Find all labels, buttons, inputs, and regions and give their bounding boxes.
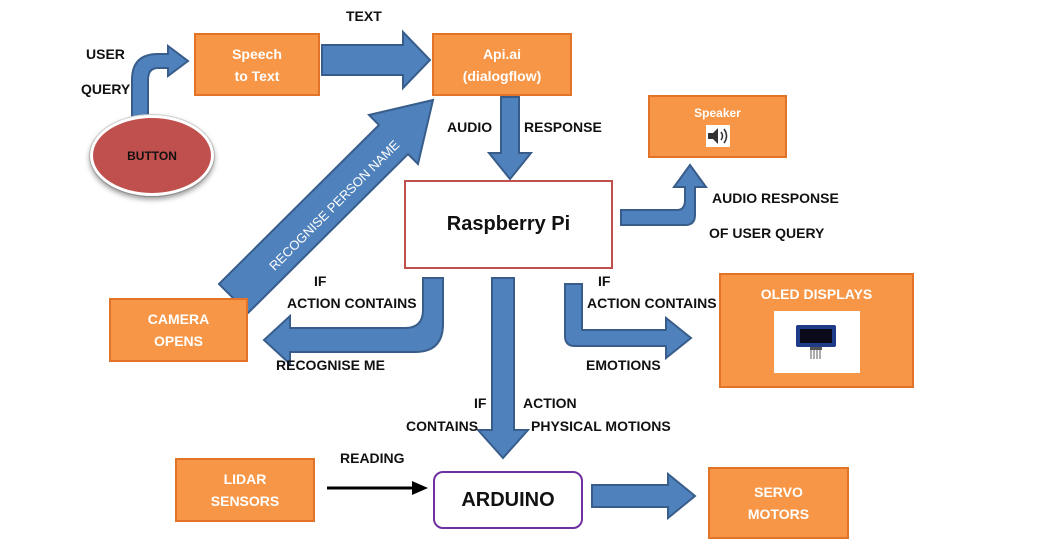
label-text: TEXT [346, 8, 382, 24]
camera-box: CAMERA OPENS [109, 298, 248, 362]
label-if-down: IF [474, 395, 487, 411]
arrow-button-to-speech [131, 44, 190, 119]
arrow-api-to-pi [486, 96, 534, 181]
label-action-down: ACTION [523, 395, 577, 411]
arduino-label: ARDUINO [461, 488, 555, 511]
label-action-contains-right: ACTION CONTAINS [587, 295, 717, 311]
oled-label: OLED DISPLAYS [760, 286, 873, 302]
speaker-box: Speaker [648, 95, 787, 158]
raspberry-pi-box: Raspberry Pi [404, 180, 613, 269]
lidar-box: LIDAR SENSORS [175, 458, 315, 522]
arrow-pi-to-oled [564, 283, 693, 361]
arrow-speech-to-api [321, 29, 432, 91]
servo-line1: SERVO [754, 484, 803, 500]
label-of-user-query: OF USER QUERY [709, 225, 825, 241]
servo-line2: MOTORS [747, 506, 810, 522]
arrow-arduino-to-servo [591, 471, 697, 521]
label-recognise-me: RECOGNISE ME [276, 357, 385, 373]
api-ai-line2: (dialogflow) [462, 67, 542, 84]
label-recognise-person-name: RECOGNISE PERSON NAME [266, 137, 402, 273]
label-response: RESPONSE [524, 119, 602, 135]
label-query: QUERY [81, 81, 131, 97]
oled-box: OLED DISPLAYS [719, 273, 914, 388]
camera-line1: CAMERA [147, 311, 210, 327]
lidar-line2: SENSORS [210, 493, 280, 509]
speech-to-text-line1: Speech [232, 45, 282, 62]
label-contains-down: CONTAINS [406, 418, 479, 434]
servo-box: SERVO MOTORS [708, 467, 849, 539]
api-ai-box: Api.ai (dialogflow) [432, 33, 572, 96]
label-audio-response: AUDIO RESPONSE [712, 190, 839, 206]
label-user: USER [86, 46, 125, 62]
label-physical-motions: PHYSICAL MOTIONS [531, 418, 671, 434]
oled-module-icon [773, 311, 860, 373]
raspberry-pi-label: Raspberry Pi [446, 213, 571, 235]
label-if-right: IF [598, 273, 611, 289]
button-node: BUTTON [90, 115, 214, 196]
arduino-box: ARDUINO [433, 471, 583, 529]
arrow-pi-to-speaker [620, 163, 708, 226]
arrow-pi-to-arduino [475, 277, 531, 460]
arrow-pi-to-camera [262, 277, 444, 367]
label-action-contains-left: ACTION CONTAINS [287, 295, 417, 311]
arrow-camera-to-api [217, 98, 435, 315]
api-ai-line1: Api.ai [482, 45, 522, 62]
label-emotions: EMOTIONS [586, 357, 661, 373]
arrow-lidar-to-arduino-head [412, 481, 428, 495]
button-label: BUTTON [127, 148, 177, 163]
camera-line2: OPENS [153, 333, 203, 349]
lidar-line1: LIDAR [223, 471, 267, 487]
label-reading: READING [340, 450, 405, 466]
speech-to-text-box: Speech to Text [194, 33, 320, 96]
speech-to-text-line2: to Text [234, 67, 280, 84]
label-audio: AUDIO [447, 119, 493, 135]
label-if-left: IF [314, 273, 327, 289]
speaker-icon [705, 125, 730, 147]
speaker-label: Speaker [694, 106, 741, 120]
